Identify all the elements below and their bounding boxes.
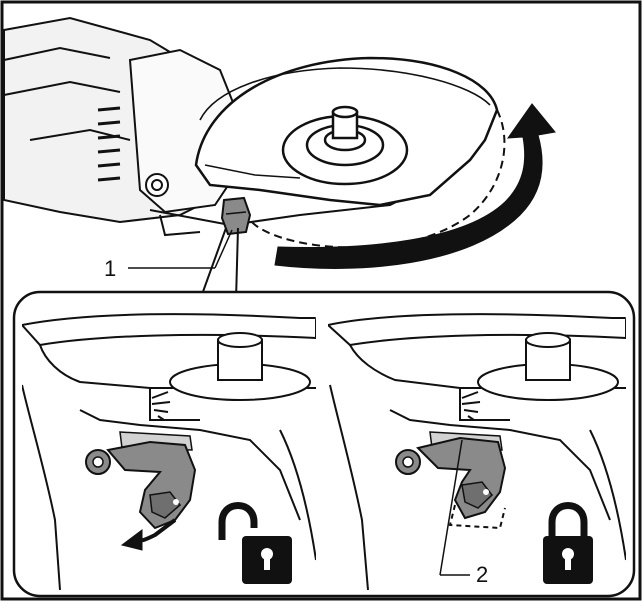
unlocked-padlock-icon xyxy=(218,502,292,584)
curved-arrow-icon xyxy=(274,103,556,269)
callout-2-label: 2 xyxy=(476,562,488,587)
release-lever xyxy=(220,196,252,236)
detail-unlocked xyxy=(22,313,316,590)
detail-locked xyxy=(328,313,626,590)
locked-padlock-icon xyxy=(543,502,593,584)
detail-connector xyxy=(199,227,239,301)
callout-1-label: 1 xyxy=(104,256,116,281)
wheel-guard xyxy=(194,56,499,207)
